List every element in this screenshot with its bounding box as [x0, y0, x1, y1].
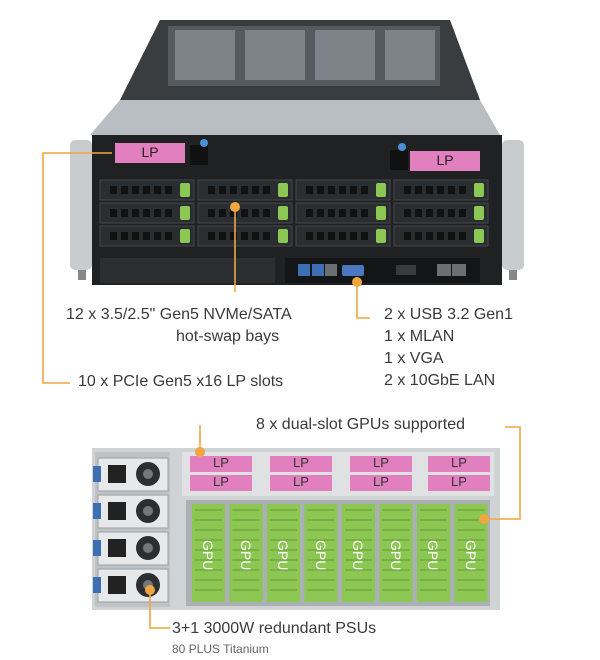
drive-bay[interactable]	[197, 225, 293, 247]
rear-lp-label: LP	[293, 455, 309, 470]
rear-lp-label: LP	[451, 474, 467, 489]
io-callout-mlan: 1 x MLAN	[384, 328, 455, 345]
gpu-label: GPU	[387, 540, 404, 571]
rear-lp-label: LP	[213, 455, 229, 470]
bays-callout-line1: 12 x 3.5/2.5" Gen5 NVMe/SATA	[66, 306, 292, 323]
thumbscrew-left[interactable]	[200, 139, 208, 147]
rear-lp-slot	[350, 456, 412, 472]
drive-bays	[99, 179, 489, 247]
psu-callout-subtitle: 80 PLUS Titanium	[172, 642, 269, 656]
left-handle[interactable]	[70, 140, 92, 270]
gpu-card	[267, 504, 300, 602]
gpu-card	[417, 504, 450, 602]
psu-module[interactable]	[93, 531, 169, 566]
rear-lp-label: LP	[451, 455, 467, 470]
front-buttons[interactable]	[396, 265, 416, 275]
gpu-callout-dot	[479, 514, 489, 524]
rear-lp-label: LP	[373, 455, 389, 470]
pcie-callout: 10 x PCIe Gen5 x16 LP slots	[78, 373, 284, 390]
rear-lp-slot	[428, 456, 490, 472]
left-foot	[78, 270, 86, 280]
bays-callout-line2: hot-swap bays	[176, 328, 280, 345]
front-lp-label-left: LP	[141, 144, 159, 160]
usb-port-1[interactable]	[298, 264, 310, 276]
vga-port[interactable]	[342, 265, 364, 276]
rear-lp-slot	[350, 475, 412, 491]
drive-bay[interactable]	[393, 225, 489, 247]
gpu-card	[454, 504, 488, 602]
psu-callout-title: 3+1 3000W redundant PSUs	[172, 620, 377, 637]
psu-callout-dot	[145, 585, 155, 595]
lan-port-1[interactable]	[437, 264, 451, 276]
front-vent	[100, 258, 275, 283]
gpu-array	[192, 504, 488, 602]
gpu-card	[229, 504, 263, 602]
rear-lp-callout-dot	[195, 447, 205, 457]
front-lp-slot-left	[115, 143, 185, 163]
gpu-card	[342, 504, 375, 602]
psu-module[interactable]	[93, 457, 169, 492]
bays-callout-dot	[230, 202, 240, 212]
gpu-label: GPU	[312, 540, 329, 571]
rear-lp-slots	[190, 456, 490, 491]
io-callout-usb: 2 x USB 3.2 Gen1	[384, 306, 513, 323]
slot-latch-right[interactable]	[390, 150, 408, 170]
front-chassis-top	[90, 20, 500, 135]
front-lp-slot-right	[410, 151, 480, 171]
drive-bay[interactable]	[295, 225, 391, 247]
gpu-callout: 8 x dual-slot GPUs supported	[256, 416, 465, 433]
io-callout-vga: 1 x VGA	[384, 350, 444, 367]
rear-lp-label: LP	[213, 474, 229, 489]
usb-port-2[interactable]	[312, 264, 324, 276]
io-callout-dot	[352, 277, 362, 287]
gpu-label: GPU	[237, 540, 254, 571]
drive-bay[interactable]	[295, 202, 391, 224]
psu-module[interactable]	[93, 494, 169, 529]
gpu-label: GPU	[350, 540, 366, 571]
mlan-port[interactable]	[325, 264, 337, 276]
drive-bay[interactable]	[99, 179, 195, 201]
psu-module[interactable]	[93, 568, 169, 603]
gpu-card	[192, 504, 225, 602]
right-handle[interactable]	[502, 140, 524, 270]
drive-bay[interactable]	[393, 202, 489, 224]
drive-bay[interactable]	[197, 202, 293, 224]
psu-stack	[93, 457, 169, 603]
rear-lp-slot	[428, 475, 490, 491]
slot-latch-left[interactable]	[190, 145, 208, 165]
gpu-label: GPU	[425, 540, 441, 571]
drive-bay[interactable]	[295, 179, 391, 201]
io-callout-lan: 2 x 10GbE LAN	[384, 372, 496, 389]
thumbscrew-right[interactable]	[398, 143, 406, 151]
drive-bay[interactable]	[197, 179, 293, 201]
drive-bay[interactable]	[99, 202, 195, 224]
rear-lp-slot	[270, 475, 332, 491]
gpu-label: GPU	[275, 540, 291, 571]
lan-port-2[interactable]	[452, 264, 466, 276]
right-foot	[509, 270, 517, 280]
rear-lp-label: LP	[293, 474, 309, 489]
gpu-card	[304, 504, 338, 602]
gpu-label: GPU	[200, 540, 216, 571]
rear-lp-label: LP	[373, 474, 389, 489]
callout-lines-front	[42, 152, 370, 384]
rear-lp-slot	[270, 456, 332, 472]
drive-bay[interactable]	[99, 225, 195, 247]
gpu-label: GPU	[462, 540, 479, 571]
front-lp-label-right: LP	[436, 152, 454, 168]
gpu-card	[379, 504, 413, 602]
drive-bay[interactable]	[393, 179, 489, 201]
rear-lp-slot	[190, 475, 252, 491]
rear-lp-slot	[190, 456, 252, 472]
